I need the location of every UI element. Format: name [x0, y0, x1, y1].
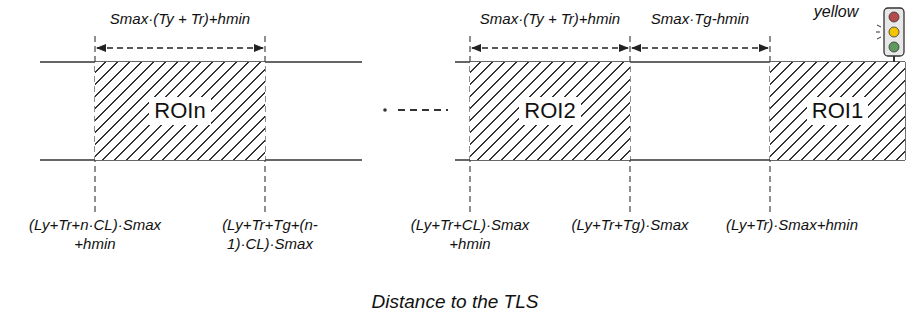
dimension-label: Smax·(Ty + Tr)+hmin [465, 10, 635, 29]
axis-title: Distance to the TLS [325, 290, 585, 314]
position-label: (Ly+Tr+Tg)·Smax [560, 216, 700, 235]
ellipsis-dashes [398, 109, 448, 111]
region-name: ROIn [149, 97, 210, 125]
dimension-arrows [97, 47, 768, 48]
roi-region: ROI1 [770, 62, 905, 160]
region-name: ROI2 [519, 97, 580, 125]
dimension-label: Smax·(Ty + Tr)+hmin [80, 10, 280, 29]
signal-state: yellow [796, 2, 876, 22]
roi-region: ROIn [95, 62, 265, 160]
ellipsis-dot [383, 108, 387, 112]
position-label: (Ly+Tr+n·CL)·Smax +hmin [20, 216, 170, 254]
region-name: ROI1 [807, 97, 868, 125]
position-label: (Ly+Tr)·Smax+hmin [717, 216, 867, 235]
traffic-light [876, 8, 904, 62]
boundary-lines [95, 36, 770, 212]
roi-region: ROI2 [470, 62, 630, 160]
dimension-label: Smax·Tg-hmin [635, 10, 765, 29]
position-label: (Ly+Tr+CL)·Smax +hmin [400, 216, 540, 254]
position-label: (Ly+Tr+Tg+(n-1)·CL)·Smax [190, 216, 350, 254]
